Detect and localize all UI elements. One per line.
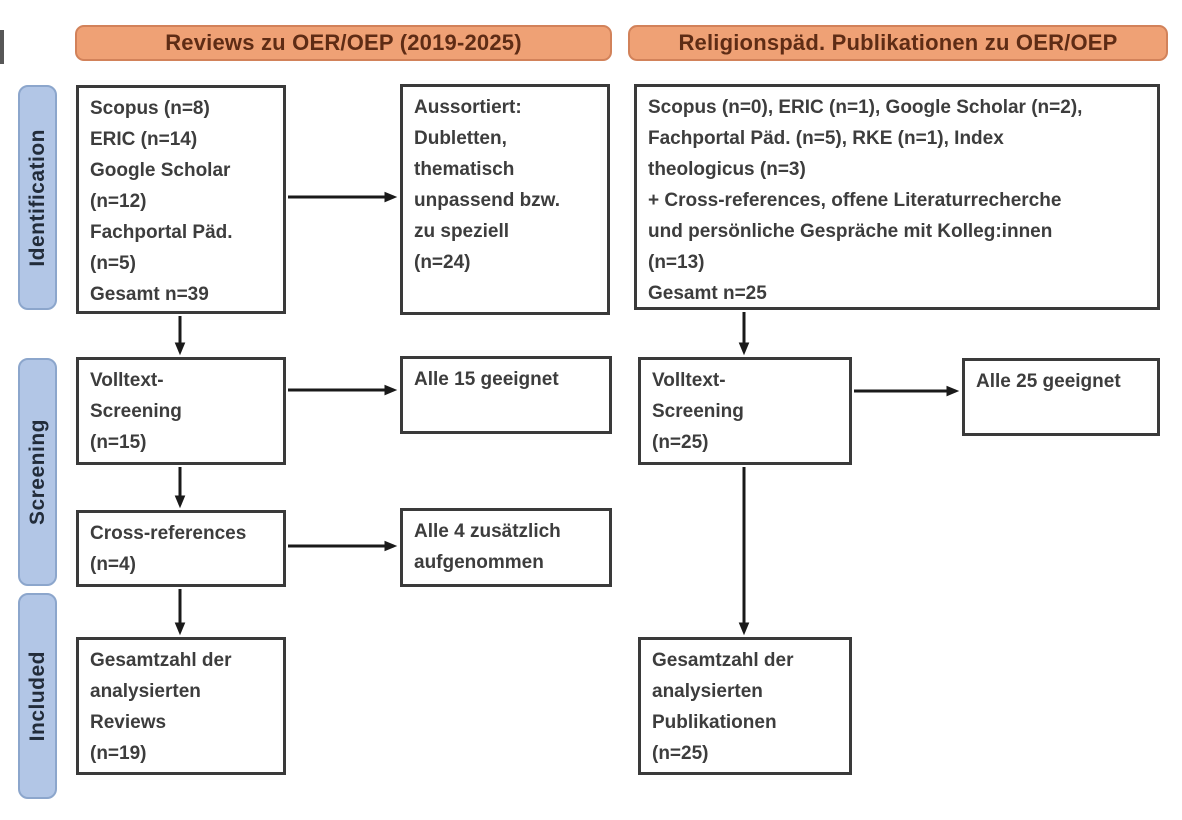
- left-sources-box: Scopus (n=8) ERIC (n=14) Google Scholar …: [76, 85, 286, 314]
- stage-label-identification-text: Identification: [25, 128, 49, 267]
- right-fulltext-screening-box: Volltext- Screening (n=25): [638, 357, 852, 465]
- stage-label-screening-text: Screening: [25, 418, 49, 526]
- right-included-total-box: Gesamtzahl der analysierten Publikatione…: [638, 637, 852, 775]
- stage-label-included: Included: [18, 593, 57, 799]
- left-included-total-box: Gesamtzahl der analysierten Reviews (n=1…: [76, 637, 286, 775]
- edge-artifact: [0, 30, 4, 64]
- stage-label-screening: Screening: [18, 358, 57, 586]
- right-fulltext-result-box: Alle 25 geeignet: [962, 358, 1160, 436]
- right-sources-box: Scopus (n=0), ERIC (n=1), Google Scholar…: [634, 84, 1160, 310]
- stage-label-included-text: Included: [25, 650, 49, 742]
- left-cross-references-box: Cross-references (n=4): [76, 510, 286, 587]
- column-header-reviews: Reviews zu OER/OEP (2019-2025): [75, 25, 612, 61]
- left-fulltext-screening-box: Volltext- Screening (n=15): [76, 357, 286, 465]
- left-excluded-box: Aussortiert: Dubletten, thematisch unpas…: [400, 84, 610, 315]
- column-header-religionspaed: Religionspäd. Publikationen zu OER/OEP: [628, 25, 1168, 61]
- left-cross-references-result-box: Alle 4 zusätzlich aufgenommen: [400, 508, 612, 587]
- left-fulltext-result-box: Alle 15 geeignet: [400, 356, 612, 434]
- stage-label-identification: Identification: [18, 85, 57, 310]
